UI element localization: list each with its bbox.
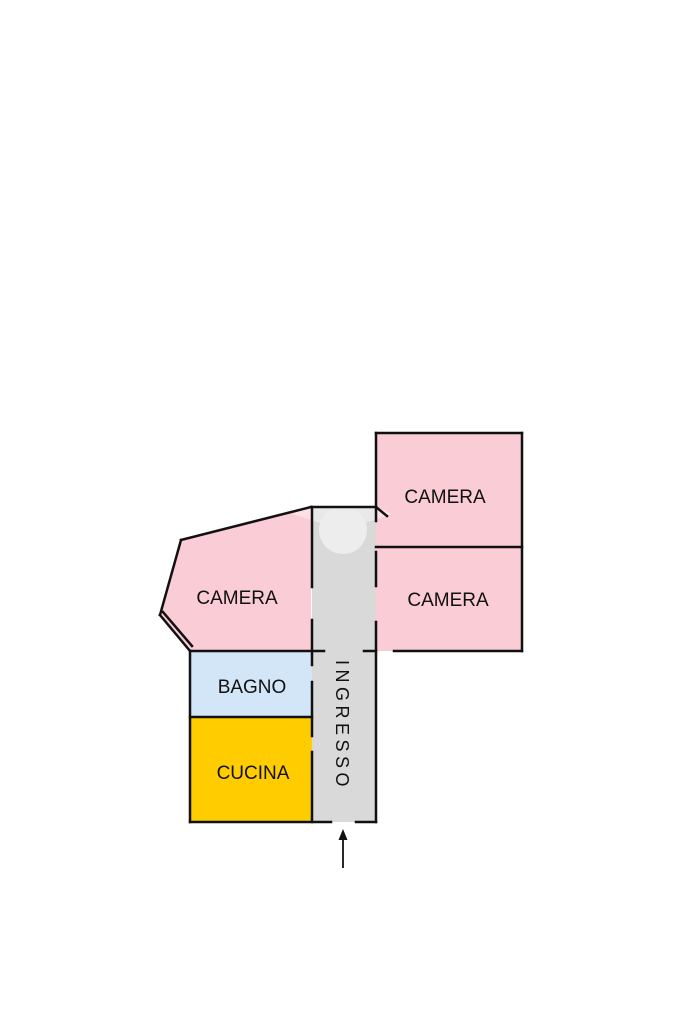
label-camera-mid-right: CAMERA	[407, 590, 489, 611]
room-ingresso	[312, 507, 376, 822]
room-camera-left	[160, 507, 311, 651]
room-labels: CAMERA CAMERA CAMERA BAGNO CUCINA INGRES…	[196, 487, 489, 791]
room-cucina	[190, 717, 312, 822]
label-camera-top-right: CAMERA	[404, 487, 486, 508]
room-fills	[160, 433, 522, 822]
watermark-logo	[292, 490, 392, 554]
room-bagno	[190, 651, 312, 717]
label-camera-left: CAMERA	[196, 588, 278, 609]
label-ingresso: INGRESSO	[332, 660, 352, 791]
arrow-up-icon	[338, 829, 348, 868]
room-camera-top-right	[376, 433, 522, 547]
label-bagno: BAGNO	[218, 677, 287, 698]
room-camera-mid-right	[376, 547, 522, 651]
walls	[158, 431, 524, 824]
label-cucina: CUCINA	[217, 763, 290, 784]
